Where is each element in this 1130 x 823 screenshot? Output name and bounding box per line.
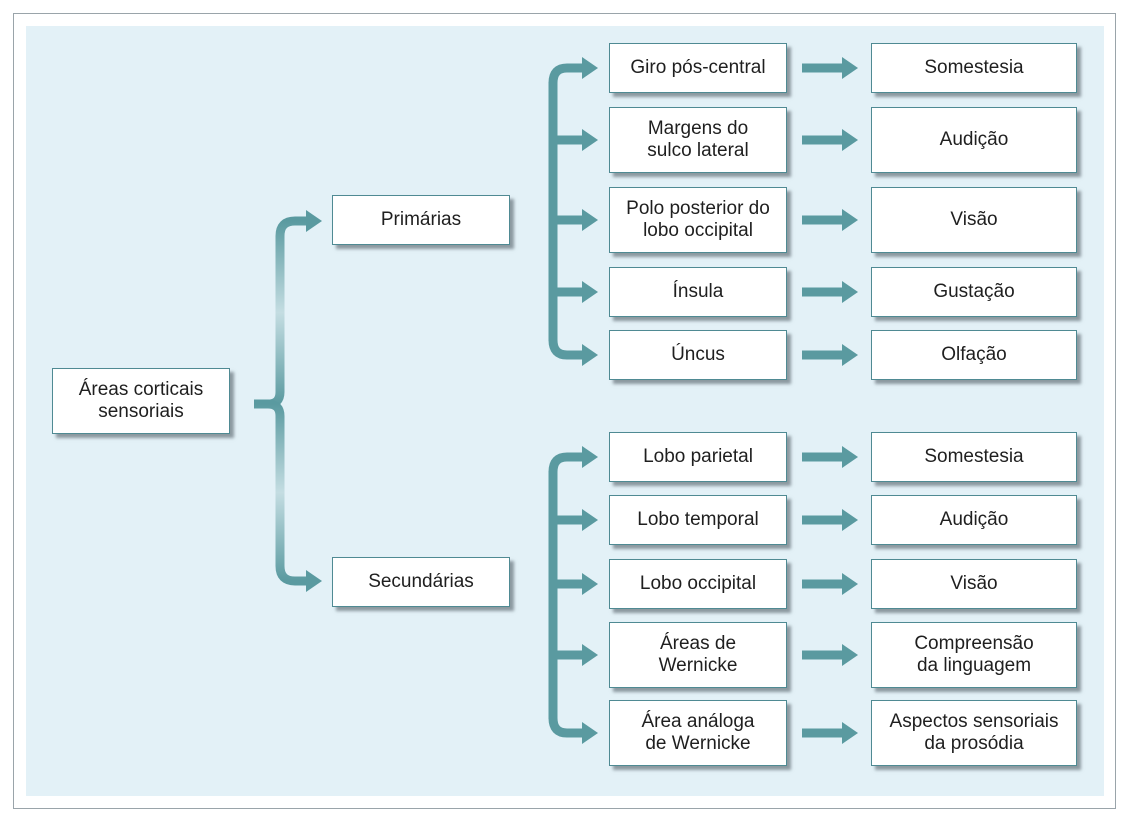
function-arrowhead [842, 446, 858, 468]
secundarias-branch [548, 452, 584, 473]
area-label: Lobo parietal [643, 446, 753, 467]
area-label: Ínsula [672, 281, 724, 302]
area-box: Áreas de Wernicke [609, 622, 787, 688]
function-label: Gustação [933, 281, 1015, 302]
function-box: Olfação [871, 330, 1077, 380]
primarias-branch-arrowhead [582, 209, 598, 231]
function-arrowhead [842, 509, 858, 531]
function-box: Visão [871, 559, 1077, 609]
area-label: Margens do sulco lateral [647, 118, 749, 161]
function-arrowhead [842, 129, 858, 151]
function-arrowhead [842, 644, 858, 666]
function-arrowhead [842, 57, 858, 79]
function-label: Visão [950, 209, 998, 230]
primarias-branch-arrowhead [582, 344, 598, 366]
function-label: Somestesia [924, 446, 1024, 467]
arrowhead-secundarias [306, 570, 322, 592]
function-arrowhead [842, 573, 858, 595]
group-box-primarias: Primárias [332, 195, 510, 245]
area-label: Áreas de Wernicke [658, 633, 738, 676]
area-box: Lobo parietal [609, 432, 787, 482]
area-box: Lobo temporal [609, 495, 787, 545]
secundarias-branch-arrowhead [582, 644, 598, 666]
primarias-branch [548, 339, 584, 360]
primarias-branch [548, 63, 584, 84]
area-box: Polo posterior do lobo occipital [609, 187, 787, 253]
area-box: Úncus [609, 330, 787, 380]
function-box: Gustação [871, 267, 1077, 317]
secundarias-branch-arrowhead [582, 446, 598, 468]
function-box: Compreensão da linguagem [871, 622, 1077, 688]
arrowhead-primarias [306, 210, 322, 232]
function-arrowhead [842, 281, 858, 303]
function-box: Audição [871, 107, 1077, 173]
area-label: Giro pós-central [630, 57, 766, 78]
root-box: Áreas corticais sensoriais [52, 368, 230, 434]
area-box: Margens do sulco lateral [609, 107, 787, 173]
function-label: Olfação [941, 344, 1007, 365]
root-label: Áreas corticais sensoriais [78, 379, 204, 422]
primarias-branch-arrowhead [582, 281, 598, 303]
secundarias-branch [548, 717, 584, 738]
function-box: Audição [871, 495, 1077, 545]
function-label: Aspectos sensoriais da prosódia [889, 711, 1059, 754]
root-branch-up [254, 216, 306, 409]
function-label: Audição [939, 129, 1009, 150]
secundarias-branch-arrowhead [582, 722, 598, 744]
function-arrowhead [842, 344, 858, 366]
function-label: Somestesia [924, 57, 1024, 78]
area-box: Giro pós-central [609, 43, 787, 93]
secundarias-branch-arrowhead [582, 509, 598, 531]
group-box-secundarias: Secundárias [332, 557, 510, 607]
area-box: Lobo occipital [609, 559, 787, 609]
area-label: Área análoga de Wernicke [641, 711, 755, 754]
root-branch-down [254, 399, 306, 586]
area-label: Polo posterior do lobo occipital [626, 198, 770, 241]
group-label: Primárias [380, 209, 462, 230]
area-label: Lobo occipital [639, 573, 757, 594]
group-label: Secundárias [368, 571, 474, 592]
function-box: Visão [871, 187, 1077, 253]
function-box: Somestesia [871, 432, 1077, 482]
primarias-branch-arrowhead [582, 57, 598, 79]
function-label: Compreensão da linguagem [914, 633, 1034, 676]
area-box: Área análoga de Wernicke [609, 700, 787, 766]
area-label: Lobo temporal [637, 509, 759, 530]
area-label: Úncus [671, 344, 725, 365]
function-label: Visão [950, 573, 998, 594]
function-box: Somestesia [871, 43, 1077, 93]
function-arrowhead [842, 209, 858, 231]
secundarias-branch-arrowhead [582, 573, 598, 595]
primarias-branch-arrowhead [582, 129, 598, 151]
function-arrowhead [842, 722, 858, 744]
function-box: Aspectos sensoriais da prosódia [871, 700, 1077, 766]
function-label: Audição [939, 509, 1009, 530]
area-box: Ínsula [609, 267, 787, 317]
